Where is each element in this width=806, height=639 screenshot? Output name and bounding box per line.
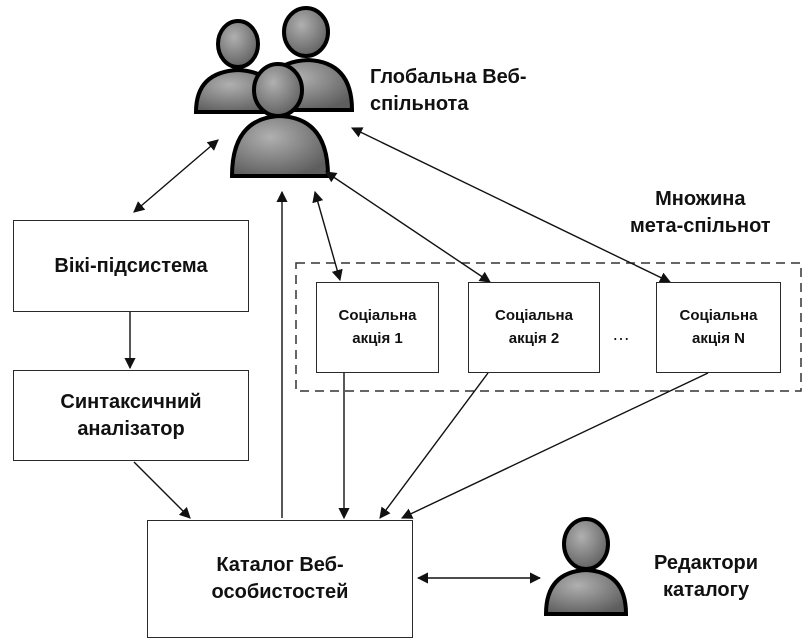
social-action-1-box: Соціальна акція 1 <box>316 282 439 373</box>
arrow-community-actionN <box>350 127 672 283</box>
social-action-n-box: Соціальна акція N <box>656 282 781 373</box>
catalog-box: Каталог Веб- особистостей <box>147 520 413 638</box>
syntax-parser-box: Синтаксичний аналізатор <box>13 370 249 461</box>
arrow-action2-catalog <box>379 372 489 519</box>
social-action-2-box: Соціальна акція 2 <box>468 282 600 373</box>
wiki-subsystem-box: Вікі-підсистема <box>13 220 249 312</box>
global-community-label: Глобальна Веб- спільнота <box>370 66 527 115</box>
arrow-community-action2 <box>325 171 491 283</box>
meta-communities-label: Множина мета-спільнот <box>630 188 771 237</box>
ellipsis-label: … <box>612 324 636 344</box>
person-icon-front <box>229 62 331 178</box>
user-group-icon <box>193 6 355 178</box>
arrow-community-action1 <box>312 190 343 282</box>
user-icon <box>543 517 629 616</box>
arrow-actionN-catalog <box>400 372 709 519</box>
arrow-community-wiki <box>133 139 219 213</box>
arrow-parser-catalog <box>133 461 191 519</box>
meta-community-group-frame <box>295 262 802 392</box>
editors-label: Редактори каталогу <box>654 552 759 601</box>
